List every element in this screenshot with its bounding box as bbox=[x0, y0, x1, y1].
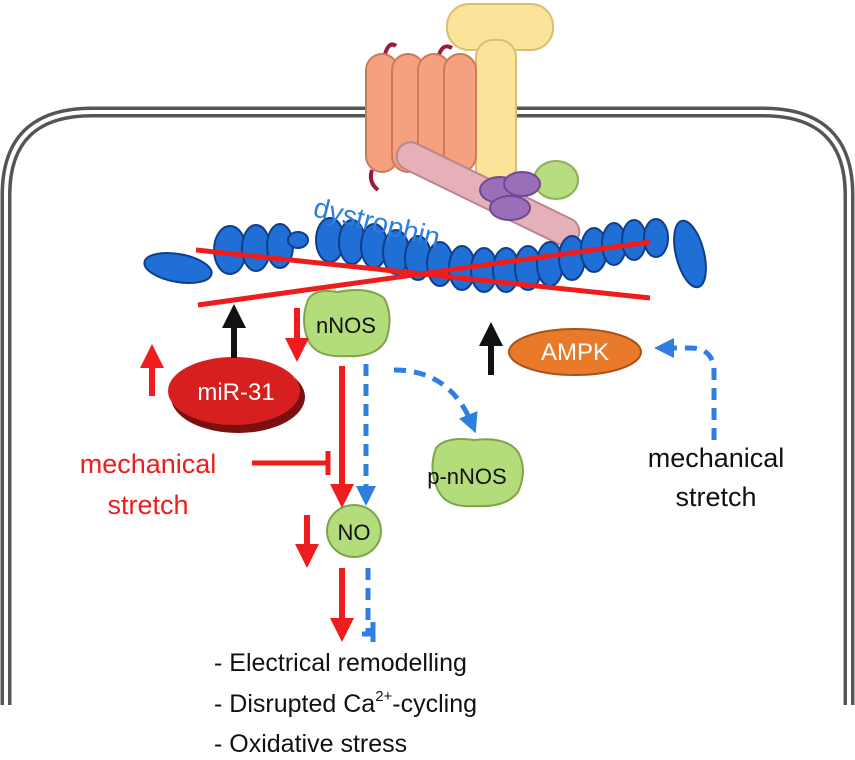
ampk-label: AMPK bbox=[541, 339, 609, 366]
loop-3 bbox=[368, 169, 380, 192]
mechanical-stretch-left-line1: mechanical bbox=[80, 449, 217, 479]
no-shape bbox=[326, 504, 382, 558]
bottom-band bbox=[0, 706, 855, 760]
effect-item: - Oxidative stress bbox=[214, 730, 407, 758]
p-nnos-shape bbox=[431, 438, 524, 508]
mechanical-stretch-right-line1: mechanical bbox=[648, 443, 785, 473]
effects-list: - Electrical remodelling - Disrupted Ca2… bbox=[214, 649, 477, 758]
cell-membrane bbox=[0, 106, 855, 705]
green-subunit bbox=[533, 160, 579, 200]
no-label: NO bbox=[338, 520, 371, 545]
dystrophin-loss-cross bbox=[195, 239, 651, 308]
mechanical-stretch-left-line2: stretch bbox=[107, 490, 188, 520]
purple-subunit-3 bbox=[489, 195, 531, 221]
mechanical-stretch-right-line2: stretch bbox=[675, 482, 756, 512]
effect-item: - Disrupted Ca2+-cycling bbox=[214, 688, 477, 718]
sarcoglycan-4 bbox=[443, 53, 477, 173]
mir31-shape bbox=[168, 357, 300, 425]
p-nnos-label: p-nNOS bbox=[427, 464, 506, 489]
no-to-effects-dashed-line bbox=[354, 568, 371, 637]
purple-subunit-2 bbox=[503, 171, 541, 197]
effect-item: - Electrical remodelling bbox=[214, 649, 467, 677]
nnos-phosphorylation-arrow bbox=[393, 367, 478, 434]
yellow-protein-stem bbox=[475, 39, 517, 187]
ampk-shape bbox=[508, 328, 642, 376]
nnos-label: nNOS bbox=[316, 313, 376, 338]
mir31-label: miR-31 bbox=[197, 379, 274, 406]
stretch-to-ampk-arrow bbox=[654, 338, 717, 440]
membrane-protein-complex bbox=[365, 3, 581, 247]
dystrophin-molecule bbox=[143, 217, 707, 293]
